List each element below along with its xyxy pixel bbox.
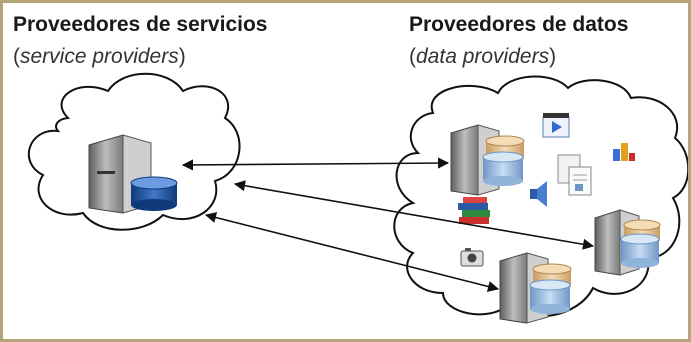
- video-icon: [542, 113, 570, 138]
- service-providers-subtitle-italic: service providers: [20, 45, 179, 68]
- data-db-3-icon: [529, 263, 572, 314]
- link-arrow-top: [181, 157, 450, 171]
- chart-icon: [613, 143, 635, 161]
- service-providers-subtitle: (service providers): [13, 45, 186, 68]
- diagram-canvas: [27, 72, 688, 324]
- data-providers-title: Proveedores de datos: [409, 13, 629, 36]
- link-arrow-bottom: [204, 212, 500, 292]
- service-database-icon: [130, 176, 178, 211]
- service-providers-title: Proveedores de servicios: [13, 13, 268, 36]
- data-providers-subtitle-italic: data providers: [416, 45, 550, 68]
- data-db-2-icon: [620, 219, 661, 268]
- camera-icon: [460, 248, 484, 267]
- data-providers-subtitle: (data providers): [409, 45, 557, 68]
- data-db-1-icon: [482, 135, 525, 186]
